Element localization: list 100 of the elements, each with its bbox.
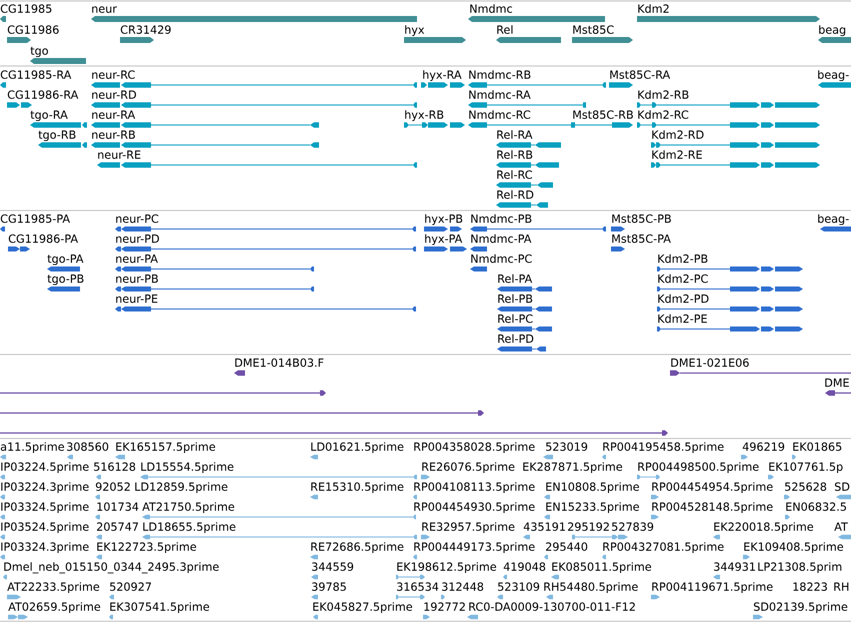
est-label: SD02139.5prime — [754, 602, 848, 614]
transcript-label: Mst85C-RB — [573, 110, 633, 119]
gene-label: hyx — [405, 25, 424, 36]
est-label: 205747 — [97, 522, 138, 531]
protein-label: neur-PD — [116, 234, 159, 243]
est-label: RE32957.5prime — [422, 522, 514, 534]
est-label: 344931 — [714, 562, 755, 571]
est-label: EK109408.5prime — [744, 542, 844, 554]
gene-label: CG11985 — [0, 4, 52, 13]
est-label: 419048 — [504, 562, 546, 571]
est-label: 344559 — [312, 562, 354, 571]
transcript-label: neur-RC — [92, 70, 135, 79]
est-label: 516128 — [94, 462, 136, 471]
est-label: 312448 — [442, 582, 484, 591]
est-label: EN06832.5 — [786, 502, 846, 511]
est-label: AT21750.5prime — [142, 502, 234, 514]
gene-label: tgo — [30, 46, 48, 58]
est-label: EN10808.5prime — [546, 482, 639, 494]
protein-label: Kdm2-PE — [658, 314, 707, 323]
gene-label: Nmdmc — [470, 4, 512, 13]
est-label: 496219 — [742, 442, 784, 451]
est-label: IP03224.5prime — [1, 462, 89, 474]
clone-label: DME1-021E06 — [671, 358, 749, 367]
est-label: RP004358028.5prime — [414, 442, 535, 454]
transcript-label: neur-RB — [92, 130, 135, 139]
transcript-label: CG11986-RA — [8, 90, 78, 99]
est-label: AT — [834, 522, 848, 531]
gene-label: Rel — [497, 25, 512, 34]
est-label: 525628 — [785, 482, 826, 491]
est-label: RP004449173.5prime — [414, 542, 535, 554]
protein-label: beag- — [818, 214, 849, 226]
protein-label: Rel-PC — [498, 314, 532, 323]
est-label: 92052 — [96, 482, 130, 491]
est-label: IP03324.3prime — [1, 542, 89, 554]
est-label: RE26076.5prime — [422, 462, 514, 474]
est-label: 18223 — [793, 582, 827, 591]
gene-label: beag — [819, 25, 846, 36]
transcript-label: beag- — [818, 70, 849, 82]
protein-label: Rel-PD — [498, 334, 534, 343]
gene-label: CG11986 — [8, 25, 59, 34]
est-label: RP004108113.5prime — [414, 482, 535, 494]
protein-label: CG11985-PA — [0, 214, 70, 223]
est-label: EK01865 — [793, 442, 842, 451]
est-label: RP004327081.5prime — [603, 542, 724, 554]
est-label: 523109 — [498, 582, 540, 591]
transcript-label: Nmdmc-RC — [469, 110, 530, 119]
est-label: 316534 — [397, 582, 438, 591]
protein-label: neur-PC — [116, 214, 158, 223]
est-label: EK045827.5prime — [313, 602, 412, 614]
transcript-label: Rel-RB — [497, 150, 532, 159]
est-label: RP004498500.5prime — [638, 462, 759, 474]
est-label: EK220018.5prime — [714, 522, 814, 534]
est-label: IP03324.5prime — [1, 502, 89, 514]
est-label: IP03224.3prime — [1, 482, 89, 494]
gene-label: neur — [92, 6, 117, 13]
clone-label: DME — [825, 378, 849, 387]
est-label: 520927 — [110, 582, 151, 591]
est-label: RH — [834, 582, 848, 591]
est-label: 295440 — [546, 542, 588, 551]
est-label: RH54480.5prime — [544, 582, 638, 594]
transcript-label: hyx-RA — [423, 70, 462, 82]
protein-label: Nmdmc-PC — [471, 254, 532, 263]
est-label: LD01621.5prime — [311, 442, 404, 454]
transcript-label: neur-RD — [92, 90, 136, 99]
transcript-label: tgo-RB — [38, 130, 76, 142]
transcript-label: neur-RE — [98, 150, 140, 159]
est-label: 523019 — [546, 442, 588, 451]
gene-label: CR31429 — [120, 25, 171, 34]
est-label: RC0-DA0009-130700-011-F12 — [469, 602, 635, 611]
transcript-label: Kdm2-RE — [652, 150, 702, 159]
est-label: RE15310.5prime — [311, 482, 404, 494]
est-label: RE72686.5prime — [311, 542, 404, 554]
est-label: RP004195458.5prime — [603, 442, 724, 454]
transcript-label: hyx-RB — [405, 110, 444, 122]
est-label: AT22233.5prime — [7, 582, 100, 594]
transcript-label: tgo-RA — [30, 110, 68, 122]
protein-label: Kdm2-PC — [658, 274, 708, 283]
est-label: RP004119671.5prime — [652, 582, 773, 594]
est-label: 435191 — [524, 522, 565, 531]
est-label: RP004454930.5prime — [414, 502, 535, 514]
est-label: LD15554.5prime — [141, 462, 234, 474]
est-label: EK107761.5p — [769, 462, 843, 474]
est-label: RP004528148.5prime — [652, 502, 773, 514]
est-label: EK085011.5prime — [552, 562, 652, 574]
transcript-label: Nmdmc-RB — [469, 70, 530, 79]
protein-label: tgo-PB — [48, 274, 84, 286]
est-label: LD18655.5prime — [143, 522, 236, 534]
est-label: 101734 — [97, 502, 138, 511]
est-label: EN15233.5prime — [546, 502, 639, 514]
est-label: EK287871.5prime — [523, 462, 622, 474]
protein-label: hyx-PA — [425, 234, 462, 246]
transcript-label: Nmdmc-RA — [469, 90, 531, 99]
gene-label: Mst85C — [573, 25, 614, 34]
protein-label: Rel-PA — [498, 274, 532, 283]
protein-label: Nmdmc-PA — [471, 234, 532, 243]
est-label: LP21308.5prim — [758, 562, 842, 574]
protein-label: Kdm2-PD — [658, 294, 708, 303]
protein-label: neur-PA — [116, 254, 158, 263]
est-label: EK198612.5prime — [397, 562, 496, 574]
est-label: 308560 — [67, 442, 108, 451]
